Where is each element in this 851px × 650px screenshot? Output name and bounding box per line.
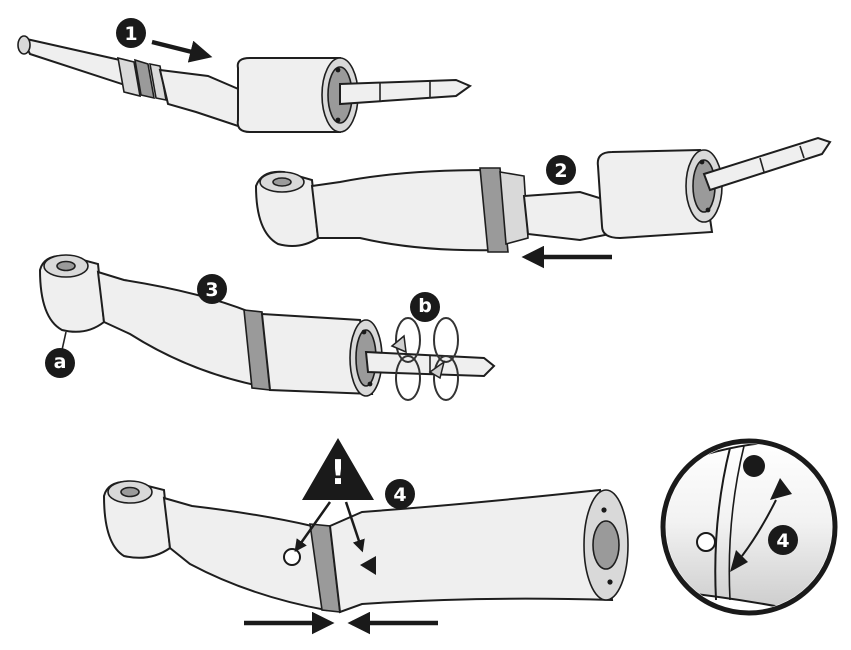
callout-a-label: a	[54, 351, 67, 373]
insert-arrow	[151, 39, 213, 63]
callout-b-badge: b	[410, 292, 440, 322]
step-2-group: 2	[254, 136, 832, 269]
step-2-number: 2	[554, 160, 567, 182]
warning-triangle-icon: !	[302, 438, 374, 500]
step-4-group: ! 4	[102, 438, 629, 635]
step-4-badge: 4	[385, 479, 415, 509]
rotation-arrows-icon	[390, 317, 459, 401]
alignment-dot-filled	[743, 455, 765, 477]
step-4-number: 4	[393, 484, 406, 506]
step-2-badge: 2	[546, 155, 576, 185]
alignment-triangle	[360, 556, 376, 575]
step-1-group: 1	[17, 18, 473, 133]
callout-b-label: b	[418, 295, 432, 317]
step-3-number: 3	[205, 279, 218, 301]
detail-step-4-number: 4	[776, 530, 789, 552]
step-3-group: 3 b a	[38, 254, 496, 401]
warning-symbol: !	[330, 453, 346, 493]
alignment-dot-open	[283, 548, 301, 566]
step-1-badge: 1	[116, 18, 146, 48]
step-3-badge: 3	[197, 274, 227, 304]
detail-step-4-badge: 4	[768, 525, 798, 555]
step-1-number: 1	[124, 23, 137, 45]
detail-circle: 4	[660, 438, 838, 616]
callout-a-badge: a	[45, 348, 75, 378]
